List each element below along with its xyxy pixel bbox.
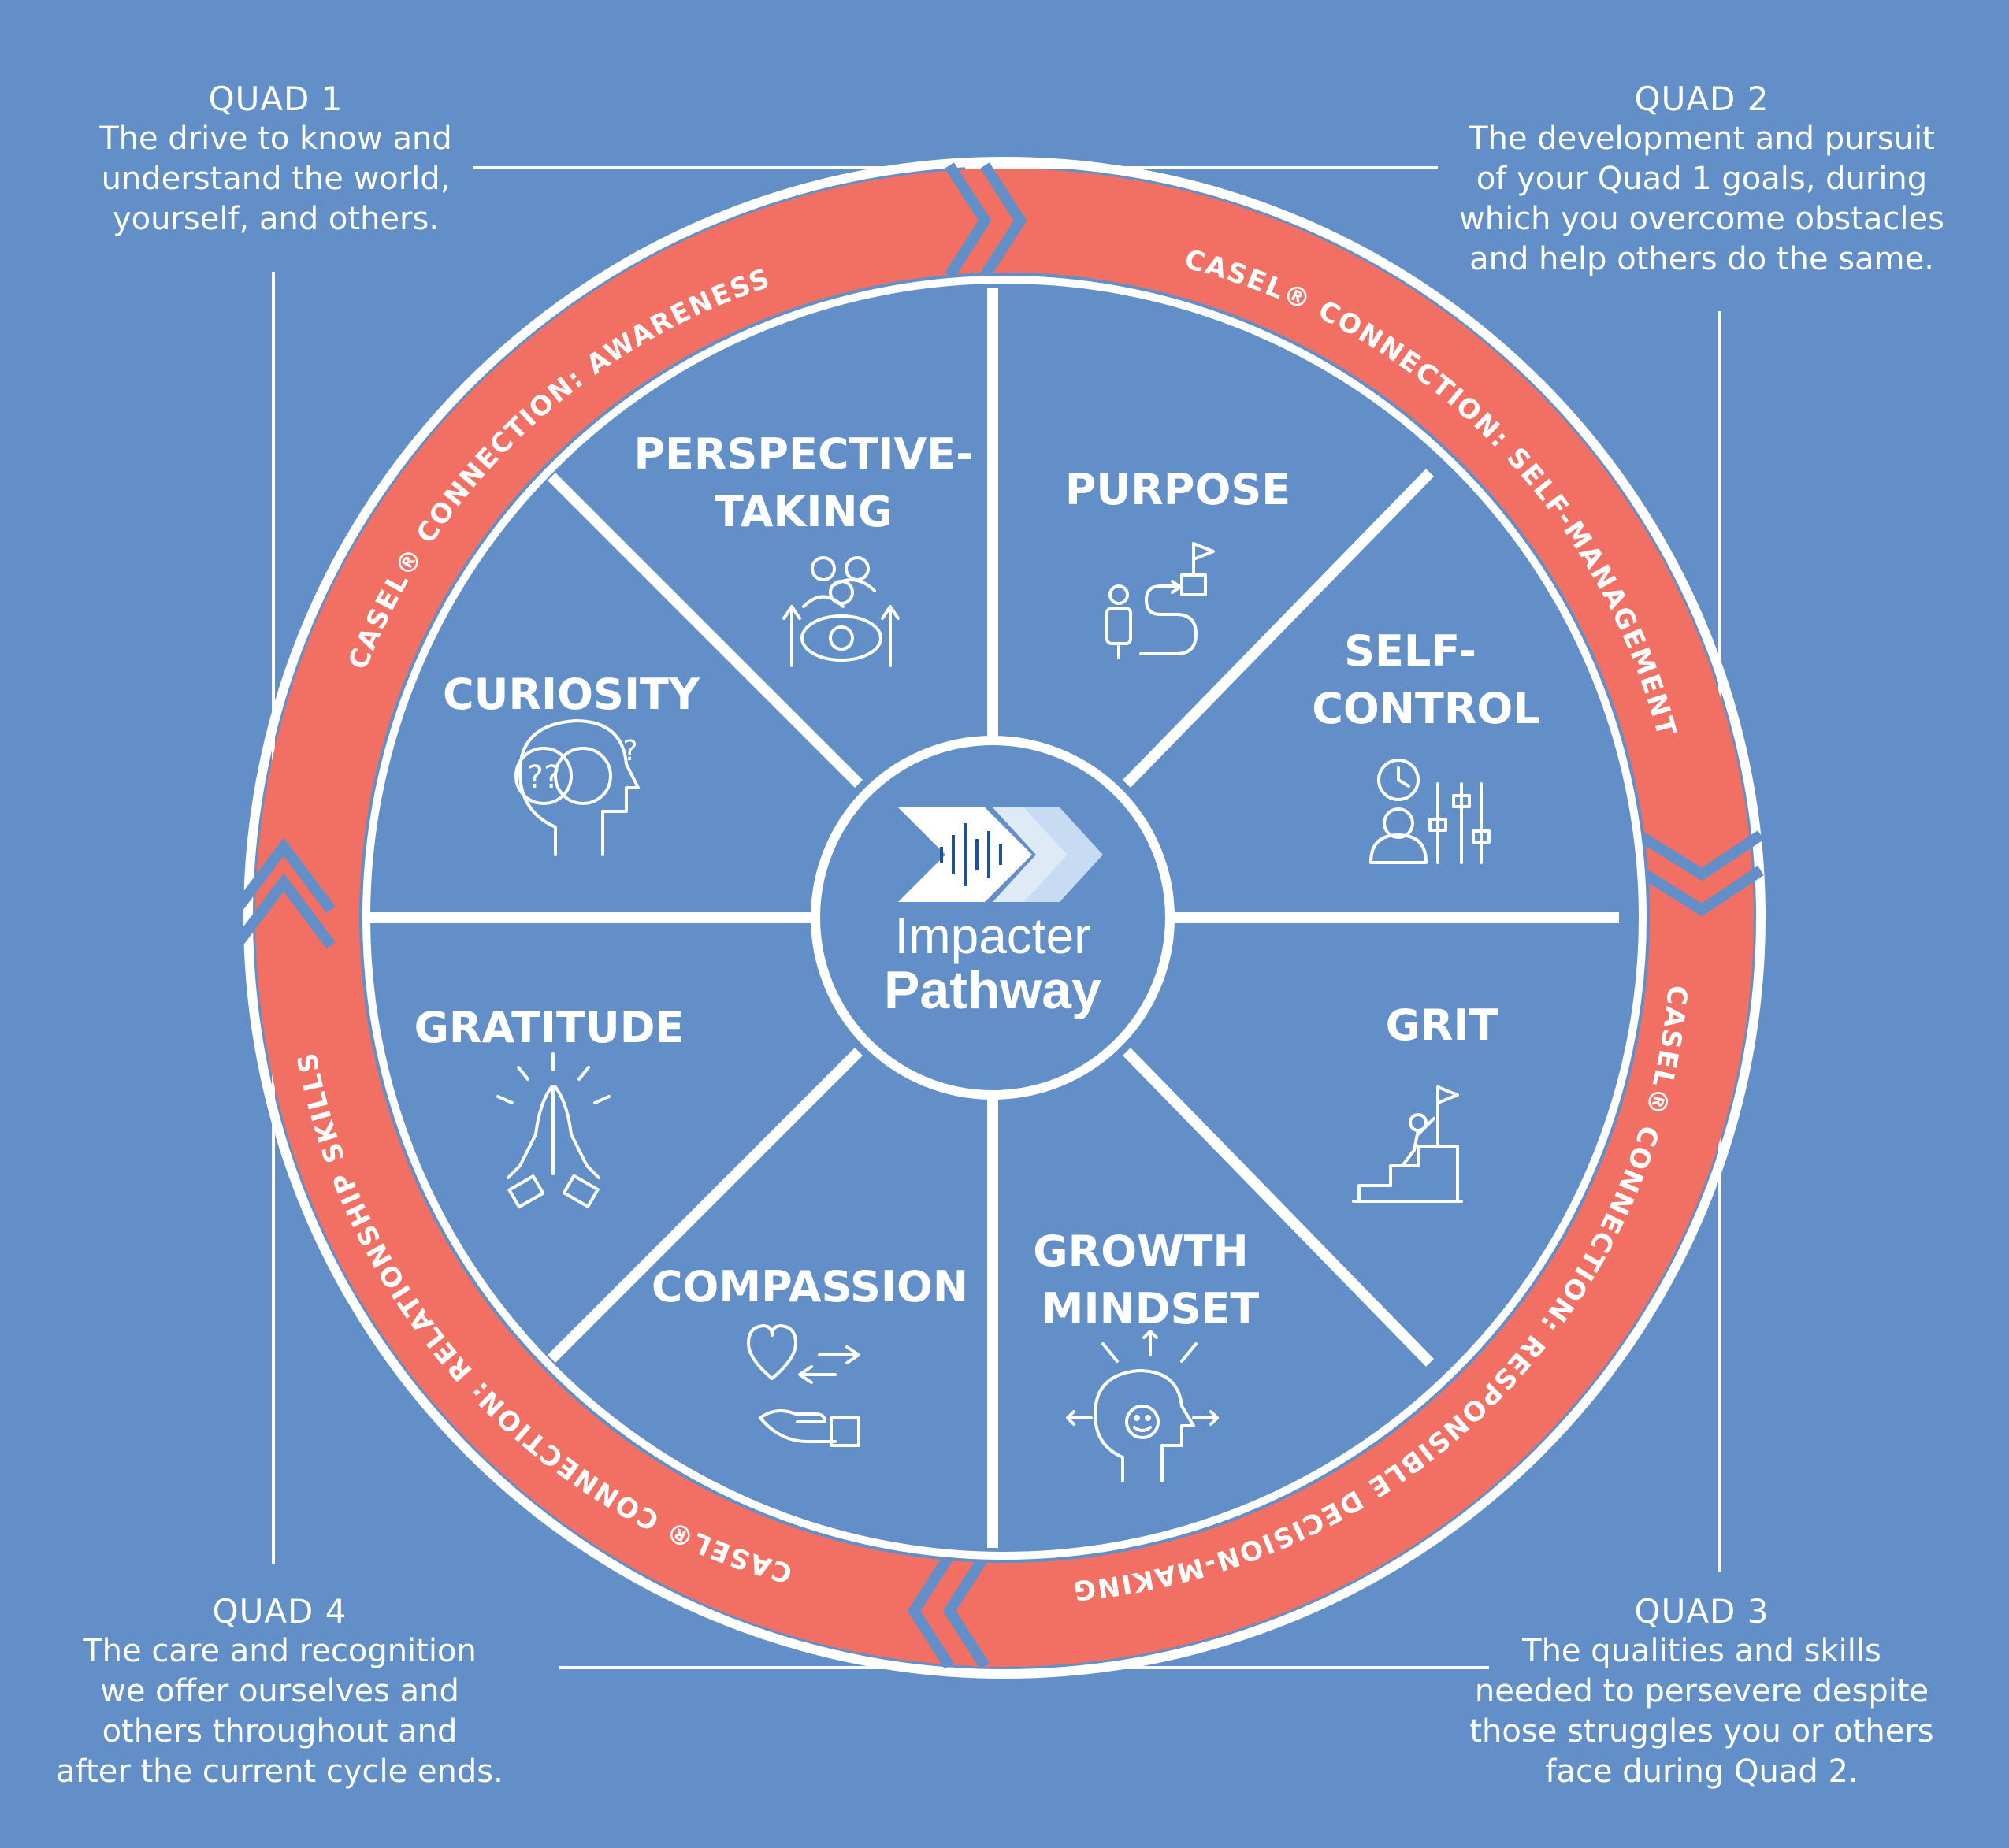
segment-label-curiosity: CURIOSITY [443, 670, 700, 719]
quad-3-description: QUAD 3 The qualities and skills needed t… [1434, 1591, 1970, 1792]
clock-sliders-icon [1369, 759, 1491, 864]
chevron-logo-icon [898, 807, 1103, 902]
segment-label-grit: GRIT [1386, 1000, 1498, 1050]
quad-title: QUAD 2 [1634, 80, 1769, 118]
logo-text-impacter: Impacter [895, 907, 1091, 964]
praying-hands-icon [496, 1052, 611, 1209]
segment-label-self-control-2: CONTROL [1312, 684, 1539, 733]
quad-line: yourself, and others. [112, 201, 440, 237]
path-flag-icon [1105, 542, 1215, 659]
segment-label-gratitude: GRATITUDE [414, 1003, 685, 1052]
quad-title: QUAD 4 [212, 1592, 347, 1631]
quad-4-description: QUAD 4 The care and recognition we offer… [32, 1591, 528, 1792]
quad-line: others throughout and [102, 1713, 458, 1750]
outer-ring [243, 157, 1766, 1679]
quad-line: The drive to know and [99, 121, 452, 157]
inner-ring [362, 276, 1647, 1560]
segment-label-perspective-1: PERSPECTIVE- [633, 429, 973, 479]
segment-label-compassion: COMPASSION [652, 1262, 968, 1312]
center-hub [811, 736, 1175, 1100]
quad-line: and help others do the same. [1469, 241, 1934, 277]
quad-line: we offer ourselves and [100, 1673, 459, 1709]
head-idea-icon [1066, 1330, 1219, 1482]
people-eye-icon [782, 556, 900, 667]
quad-line: which you overcome obstacles [1459, 201, 1944, 237]
quad-line: The qualities and skills [1522, 1633, 1881, 1669]
segment-label-self-control-1: SELF- [1344, 626, 1476, 676]
svg-text:??: ?? [527, 759, 560, 796]
segment-label-growth-2: MINDSET [1042, 1284, 1260, 1334]
climber-flag-icon [1352, 1085, 1463, 1203]
quad-1-description: QUAD 1 The drive to know and understand … [47, 79, 504, 239]
segment-label-purpose: PURPOSE [1065, 465, 1290, 514]
segment-label-growth-1: GROWTH [1033, 1226, 1248, 1276]
quad-title: QUAD 3 [1634, 1592, 1769, 1631]
quad-line: after the current cycle ends. [56, 1753, 503, 1790]
head-question-icon: ?? ? [514, 719, 640, 856]
band-chevrons [232, 162, 1764, 1669]
logo-text-pathway: Pathway [884, 960, 1101, 1020]
quad-title: QUAD 1 [208, 80, 343, 118]
quad-line: The care and recognition [83, 1633, 477, 1669]
quad-line: The development and pursuit [1469, 121, 1935, 157]
heart-hand-icon [747, 1324, 860, 1447]
svg-text:?: ? [622, 735, 637, 767]
quad-line: of your Quad 1 goals, during [1476, 161, 1928, 197]
quad-2-description: QUAD 2 The development and pursuit of yo… [1426, 79, 1977, 280]
wheel-spokes [370, 288, 1619, 1548]
quad-line: those struggles you or others [1469, 1713, 1934, 1750]
quad-line: face during Quad 2. [1545, 1753, 1859, 1790]
segment-label-perspective-2: TAKING [715, 487, 893, 536]
quad-line: needed to persevere despite [1474, 1673, 1929, 1709]
quad-line: understand the world, [101, 161, 451, 197]
